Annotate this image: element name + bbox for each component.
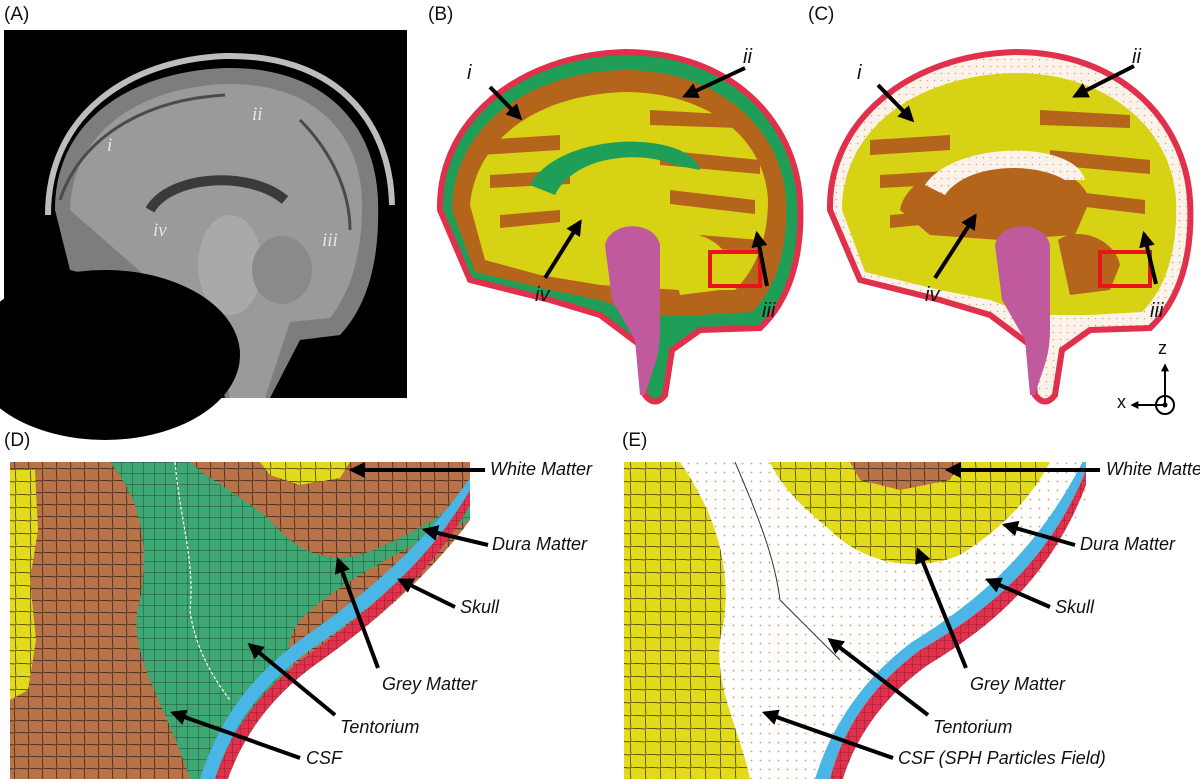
brain-segmentation-b [436,48,804,405]
panel-label-d: (D) [4,430,31,451]
mri-region-iii: iii [322,230,338,251]
axis-label-x: x [1117,392,1126,412]
e-label-skull: Skull [1055,597,1095,617]
b-region-iv: iv [535,284,550,306]
mesh-panel-d [10,462,470,779]
d-label-csf: CSF [306,748,342,768]
b-region-i: i [467,62,472,84]
e-label-grey-matter: Grey Matter [970,674,1066,694]
c-region-iii: iii [1150,300,1164,322]
highlight-box-c [1098,250,1152,288]
highlight-box-b [708,250,762,288]
mri-region-iv: iv [153,220,167,241]
c-region-i: i [857,62,862,84]
b-region-iii: iii [762,300,776,322]
axis-glyph [1130,363,1175,415]
c-region-iv: iv [925,284,940,306]
mri-region-ii: ii [252,104,263,125]
e-label-dura-matter: Dura Matter [1080,534,1176,554]
panel-label-b: (B) [428,4,454,25]
d-label-tentorium: Tentorium [340,717,420,737]
e-label-white-matter: White Matter [1106,459,1200,479]
d-label-skull: Skull [460,597,500,617]
axis-label-z: z [1158,338,1167,358]
d-label-grey-matter: Grey Matter [382,674,478,694]
d-label-dura-matter: Dura Matter [492,534,588,554]
c-region-ii: ii [1132,46,1141,68]
mri-region-i: i [107,135,113,156]
b-region-ii: ii [743,46,752,68]
d-label-white-matter: White Matter [490,459,593,479]
brain-segmentation-c [826,48,1194,405]
e-label-tentorium: Tentorium [933,717,1013,737]
panel-label-c: (C) [808,4,835,25]
arrows [169,64,1158,760]
mesh-panel-e [624,462,1086,779]
panel-label-a: (A) [4,4,30,25]
e-label-csf: CSF (SPH Particles Field) [898,748,1106,768]
mri-image [0,30,407,440]
panel-label-e: (E) [622,430,648,451]
